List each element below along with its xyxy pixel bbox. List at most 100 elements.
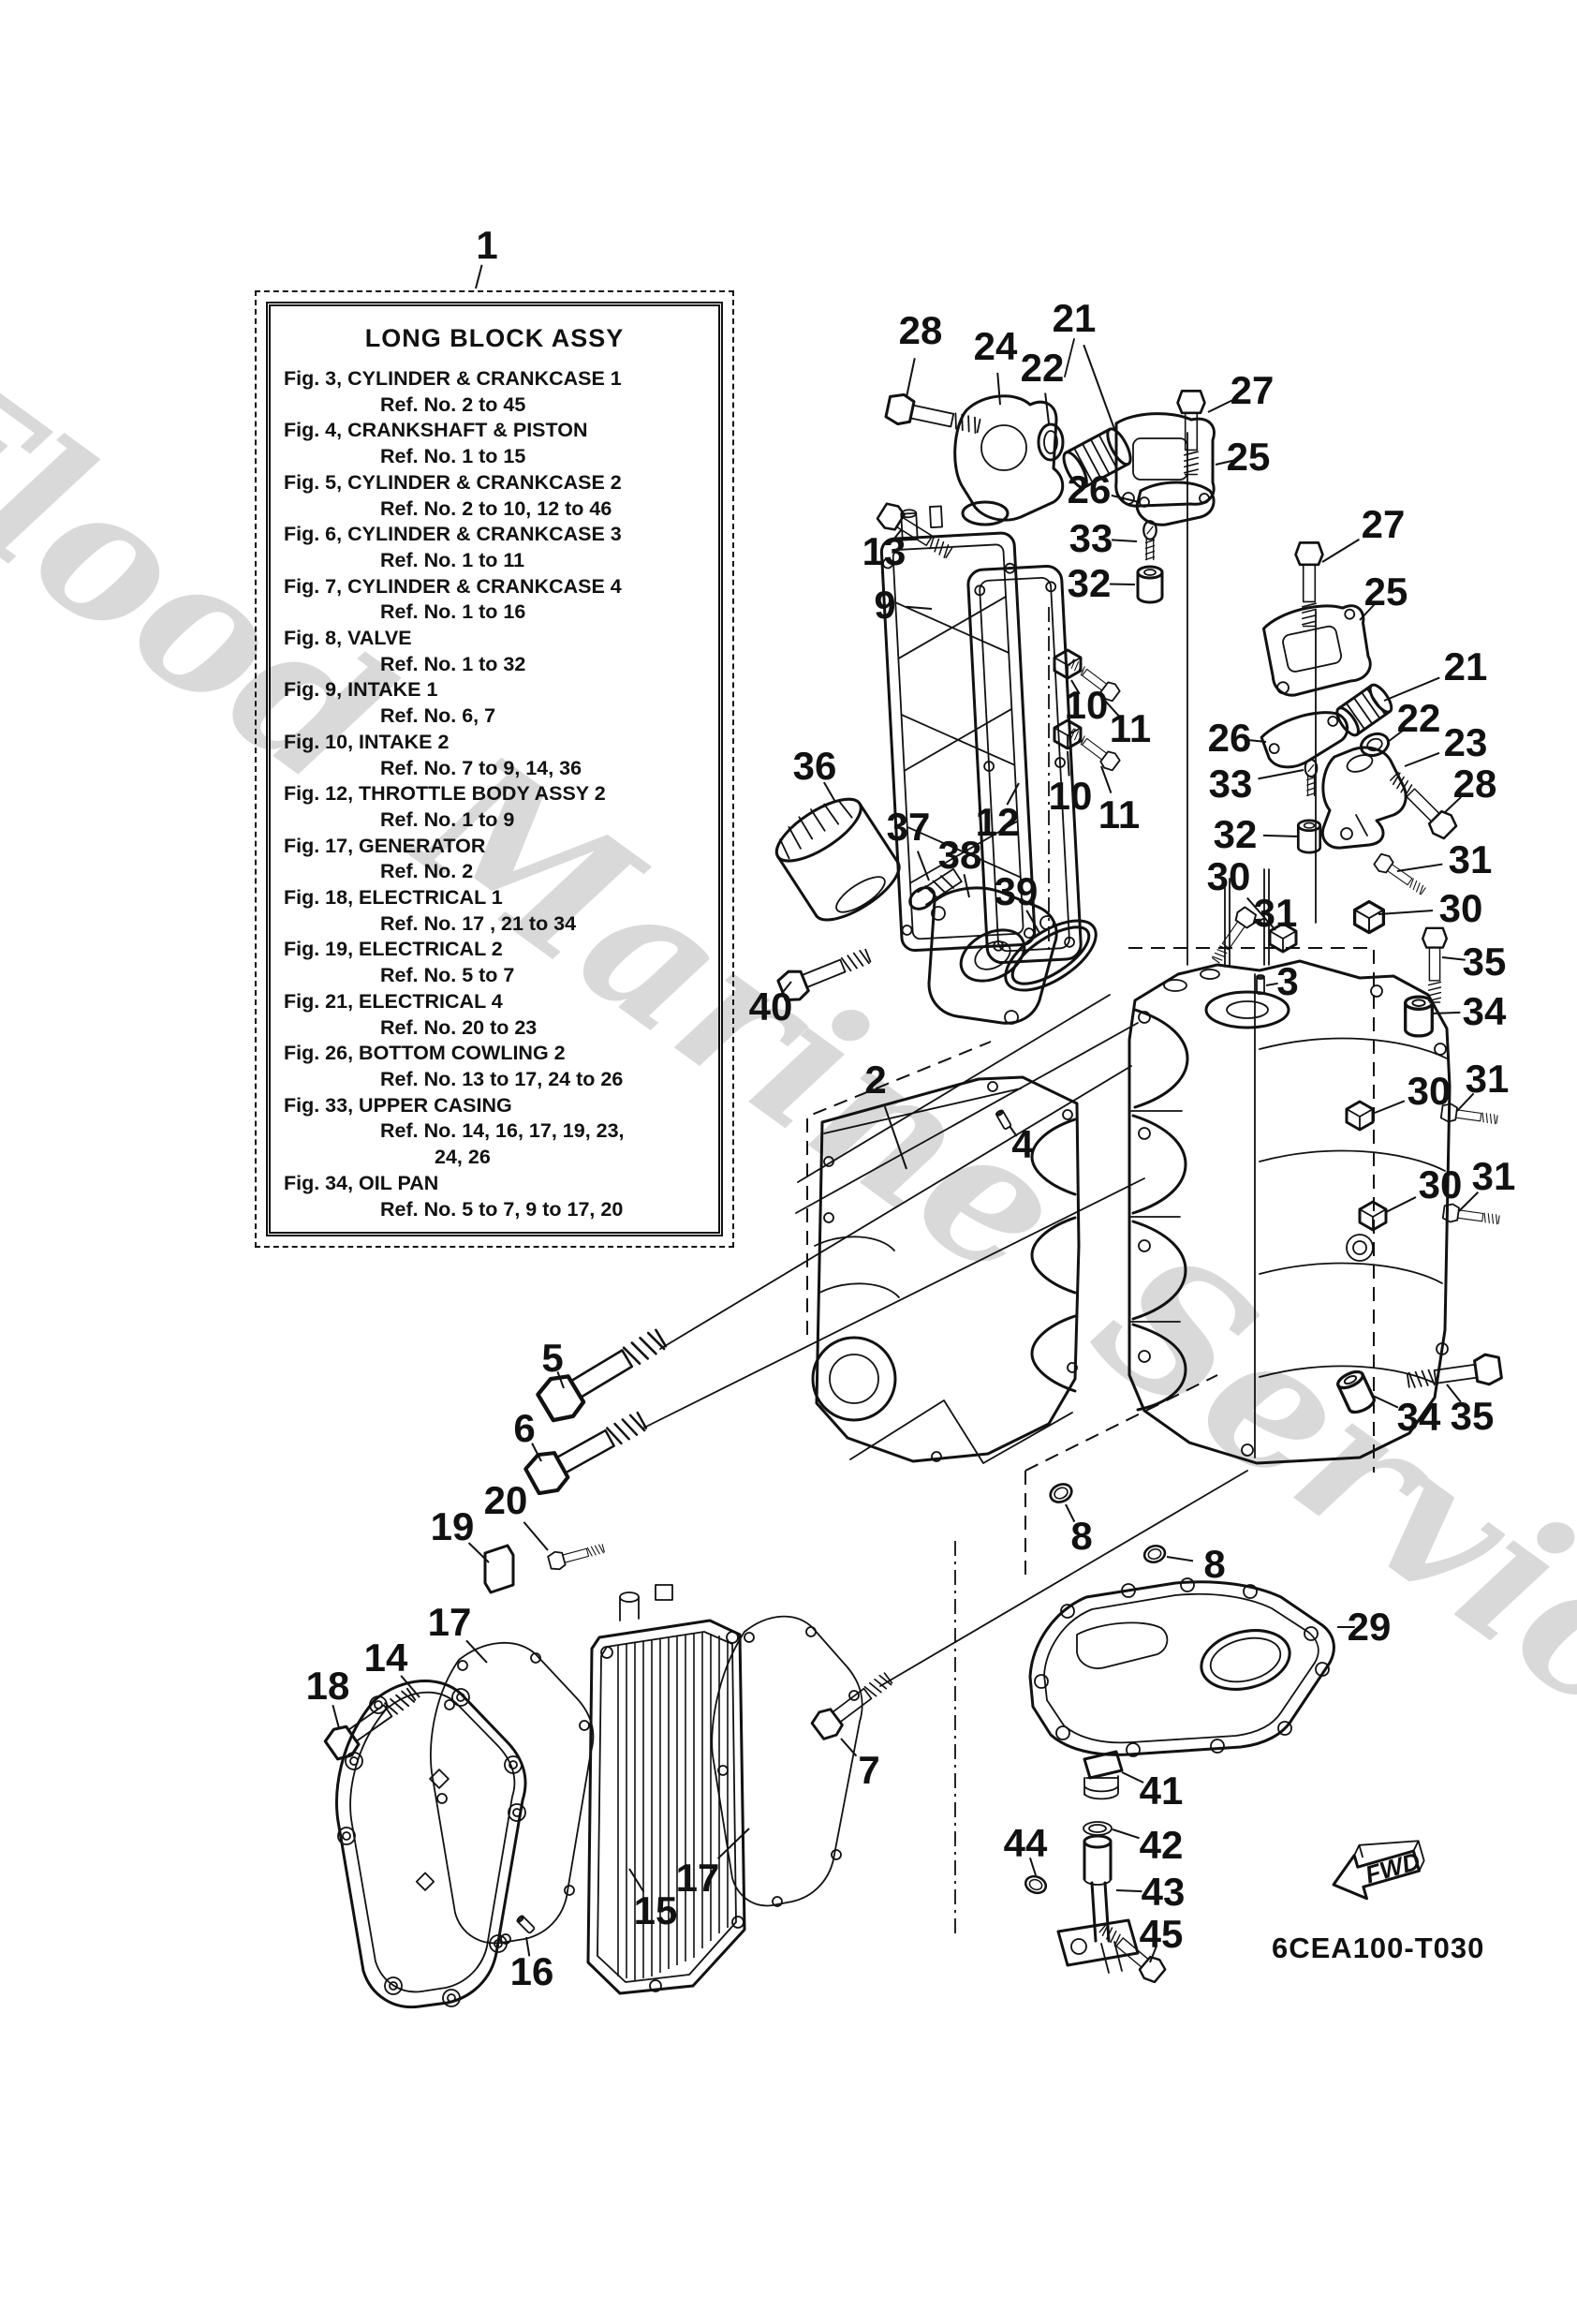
legend-entry-ref-11: Ref. No. 5 to 7	[380, 964, 515, 987]
legend-entry-ref-1: Ref. No. 1 to 15	[380, 445, 526, 468]
callout-41: 41	[1139, 1769, 1184, 1813]
callout-7: 7	[858, 1748, 880, 1792]
callout-10-a: 10	[1064, 683, 1109, 727]
callout-5: 5	[541, 1336, 564, 1380]
leader-9	[906, 605, 933, 610]
callout-2: 2	[864, 1058, 887, 1102]
leader-15	[628, 1868, 645, 1893]
leader-5	[556, 1371, 565, 1389]
legend-list: Fig. 3, CYLINDER & CRANKCASE 1 Ref. No. 2…	[268, 366, 721, 1222]
callout-10-b: 10	[1048, 774, 1093, 818]
callout-45: 45	[1139, 1912, 1184, 1956]
leader-14	[400, 1675, 420, 1698]
callout-31-c: 31	[1253, 891, 1298, 935]
leader-33-top	[1111, 539, 1138, 542]
leader-8-b	[1166, 1556, 1194, 1562]
leader-24	[996, 372, 1001, 406]
leader-21-right	[1383, 676, 1440, 702]
thermostat-assembly-top	[883, 390, 1216, 604]
callout-8-a: 8	[1070, 1514, 1093, 1558]
leader-23	[1404, 751, 1440, 767]
callout-27-right: 27	[1361, 502, 1406, 546]
callout-18: 18	[305, 1664, 350, 1708]
leader-45	[1149, 1947, 1157, 1963]
callout-28-top: 28	[898, 308, 943, 352]
callout-38: 38	[937, 833, 982, 877]
leader-22-right	[1387, 728, 1406, 743]
legend-entry-ref-14: Ref. No. 14, 16, 17, 19, 23,	[380, 1119, 625, 1143]
callout-17-b: 17	[675, 1856, 720, 1900]
legend-entry-fig-9: Fig. 17, GENERATOR	[284, 834, 486, 857]
callout-21-top: 21	[1052, 296, 1097, 340]
leader-18	[332, 1704, 340, 1729]
callout-11-a: 11	[1109, 706, 1152, 750]
callout-32-top: 32	[1067, 561, 1112, 605]
legend-entry-fig-0: Fig. 3, CYLINDER & CRANKCASE 1	[284, 367, 622, 390]
callout-26-right: 26	[1207, 716, 1252, 760]
leader-8-a	[1065, 1503, 1076, 1523]
callout-1: 1	[476, 223, 498, 267]
oil-filter-group	[774, 797, 1098, 1025]
leader-13	[891, 529, 902, 543]
leader-1	[475, 264, 483, 289]
callout-35-a: 35	[1462, 940, 1507, 984]
leader-16	[525, 1936, 531, 1957]
leader-25-top	[1215, 459, 1234, 466]
leader-10-b	[1067, 750, 1070, 777]
leader-31-c	[1252, 917, 1266, 925]
legend-entry-ref-13: Ref. No. 13 to 17, 24 to 26	[380, 1067, 624, 1090]
callout-25-top: 25	[1226, 435, 1271, 479]
leader-11-a	[1104, 700, 1120, 718]
callout-30-e: 30	[1418, 1162, 1463, 1206]
leader-31-a	[1396, 863, 1443, 872]
legend-entry-fig-8: Fig. 12, THROTTLE BODY ASSY 2	[284, 782, 606, 806]
legend-entry-ref-12: Ref. No. 20 to 23	[380, 1015, 538, 1039]
legend-entry-fig-1: Fig. 4, CRANKSHAFT & PISTON	[284, 419, 588, 442]
callout-6: 6	[513, 1406, 536, 1450]
leader-38	[963, 874, 970, 898]
leader-26-top	[1111, 494, 1140, 503]
legend-entry-fig-14: Fig. 33, UPPER CASING	[284, 1093, 512, 1117]
leader-19	[467, 1542, 490, 1563]
callout-22-top: 22	[1020, 346, 1065, 390]
callout-34-a: 34	[1462, 989, 1507, 1033]
callout-17-a: 17	[427, 1600, 472, 1644]
legend-entry-ref-8: Ref. No. 1 to 9	[380, 807, 515, 831]
leader-36	[823, 781, 836, 803]
leader-27-top	[1207, 399, 1233, 413]
legend-entry-ref-7: Ref. No. 7 to 9, 14, 36	[380, 756, 582, 779]
callout-23: 23	[1443, 720, 1488, 764]
leader-33-right	[1258, 769, 1304, 780]
leader-40	[779, 981, 792, 997]
cylinder-block-main	[1127, 959, 1452, 1465]
callout-34-b: 34	[1396, 1395, 1441, 1439]
callout-32-right: 32	[1213, 812, 1258, 856]
drawing-code: 6CEA100-T030	[1272, 1932, 1484, 1964]
legend-box-inner-border: LONG BLOCK ASSY Fig. 3, CYLINDER & CRANK…	[266, 302, 723, 1236]
legend-entry-fig-11: Fig. 19, ELECTRICAL 2	[284, 938, 503, 961]
callout-31-d: 31	[1465, 1057, 1510, 1101]
callout-19: 19	[430, 1504, 475, 1548]
callout-43: 43	[1141, 1870, 1186, 1914]
leader-7	[840, 1738, 858, 1757]
callout-4: 4	[1011, 1122, 1034, 1166]
leader-22-top	[1044, 392, 1050, 424]
callout-12: 12	[975, 800, 1020, 844]
leader-30-d	[1374, 1100, 1406, 1114]
leader-25-right	[1359, 603, 1376, 621]
callout-26-top: 26	[1067, 467, 1112, 511]
leader-4	[1009, 1125, 1018, 1137]
timing-cover-group	[320, 1320, 863, 2009]
callout-33-right: 33	[1208, 762, 1253, 806]
leader-3	[1265, 982, 1278, 986]
callout-29: 29	[1347, 1605, 1392, 1649]
callout-30-d: 30	[1407, 1069, 1452, 1113]
legend-entry-ref-9: Ref. No. 2	[380, 860, 474, 883]
leader-12	[1006, 782, 1020, 806]
callout-42: 42	[1139, 1823, 1184, 1867]
legend-entry-ref-10: Ref. No. 17 , 21 to 34	[380, 911, 577, 935]
head-gasket	[966, 565, 1083, 965]
callout-35-b: 35	[1450, 1394, 1495, 1438]
